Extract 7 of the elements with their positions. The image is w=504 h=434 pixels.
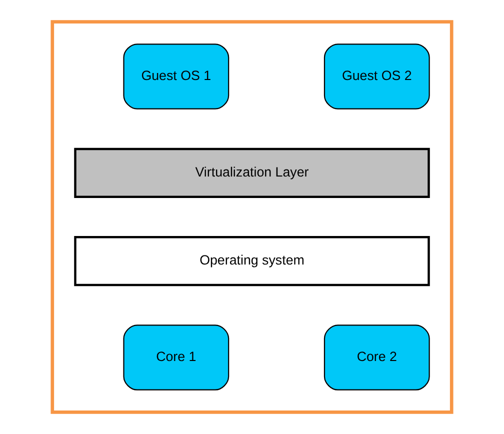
node-box: Guest OS 2 xyxy=(324,44,430,110)
node-box: Guest OS 1 xyxy=(123,44,230,110)
node-box: Operating system xyxy=(74,236,430,286)
node-box: Virtualization Layer xyxy=(74,148,430,198)
node-box: Core 2 xyxy=(324,324,430,390)
node-box: Core 1 xyxy=(123,324,230,390)
cluster xyxy=(50,20,454,414)
